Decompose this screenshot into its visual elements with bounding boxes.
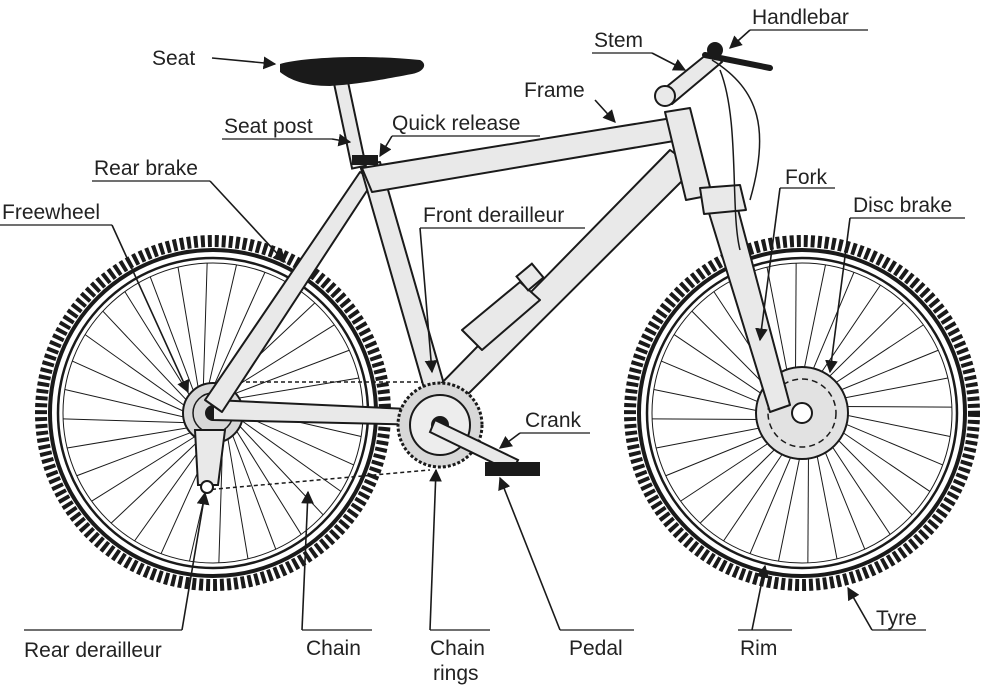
label-chain: Chain xyxy=(306,637,361,660)
leader-lines xyxy=(0,29,965,631)
rear-spoke xyxy=(209,272,266,396)
rear-spoke xyxy=(63,418,199,424)
rear-spoke xyxy=(76,427,204,477)
label-chain-rings-line2: rings xyxy=(433,662,479,685)
label-handlebar: Handlebar xyxy=(752,6,849,29)
label-stem: Stem xyxy=(594,29,643,52)
fork-crown xyxy=(699,184,747,215)
label-seat-post: Seat post xyxy=(224,115,313,138)
disc-brake-holes xyxy=(767,378,837,448)
label-rear-derailleur: Rear derailleur xyxy=(24,639,162,662)
label-frame: Frame xyxy=(524,79,585,102)
front-tyre-inner xyxy=(637,248,967,578)
front-hub xyxy=(791,402,813,424)
rear-spoke xyxy=(149,276,199,404)
label-crank: Crank xyxy=(525,409,582,432)
quick-release-clamp xyxy=(352,155,378,165)
pedal-shape xyxy=(485,462,540,476)
label-seat: Seat xyxy=(152,47,195,70)
label-front-derailleur: Front derailleur xyxy=(423,204,564,227)
drivetrain xyxy=(396,381,540,476)
front-rim xyxy=(645,256,959,570)
label-disc-brake: Disc brake xyxy=(853,194,952,217)
label-chain-rings-line1: Chain xyxy=(430,637,485,660)
front-rim-inner xyxy=(651,262,953,564)
rear-spoke xyxy=(64,389,197,421)
rear-spoke xyxy=(72,360,196,417)
frame xyxy=(204,107,791,426)
rear-derailleur-shape xyxy=(193,429,227,494)
rear-spoke xyxy=(202,263,208,399)
rear-spoke xyxy=(227,422,277,550)
label-quick-release: Quick release xyxy=(392,112,520,135)
saddle xyxy=(280,57,425,86)
rear-spoke xyxy=(177,267,201,401)
stem-and-handlebar xyxy=(654,42,773,251)
labels: Seat Seat post Quick release Rear brake … xyxy=(2,6,952,685)
label-tyre: Tyre xyxy=(876,607,917,630)
front-wheel xyxy=(624,235,980,591)
rear-spoke xyxy=(110,430,210,524)
down-tube xyxy=(429,149,696,411)
rear-spoke xyxy=(67,425,201,449)
label-rim: Rim xyxy=(740,637,777,660)
label-pedal: Pedal xyxy=(569,637,623,660)
fork-leg xyxy=(704,197,791,413)
chain xyxy=(204,381,431,491)
rear-spoke xyxy=(205,264,237,397)
label-freewheel: Freewheel xyxy=(2,201,100,224)
rear-spoke xyxy=(84,334,196,414)
rear-spoke xyxy=(91,429,207,502)
label-fork: Fork xyxy=(785,166,828,189)
rear-spoke xyxy=(225,425,249,559)
rear-spoke xyxy=(222,349,350,399)
rear-spoke xyxy=(229,419,302,535)
front-tyre xyxy=(624,235,980,591)
water-bottle xyxy=(461,262,545,351)
rear-spoke xyxy=(230,412,342,492)
rear-spoke xyxy=(225,377,359,401)
label-rear-brake: Rear brake xyxy=(94,157,198,180)
